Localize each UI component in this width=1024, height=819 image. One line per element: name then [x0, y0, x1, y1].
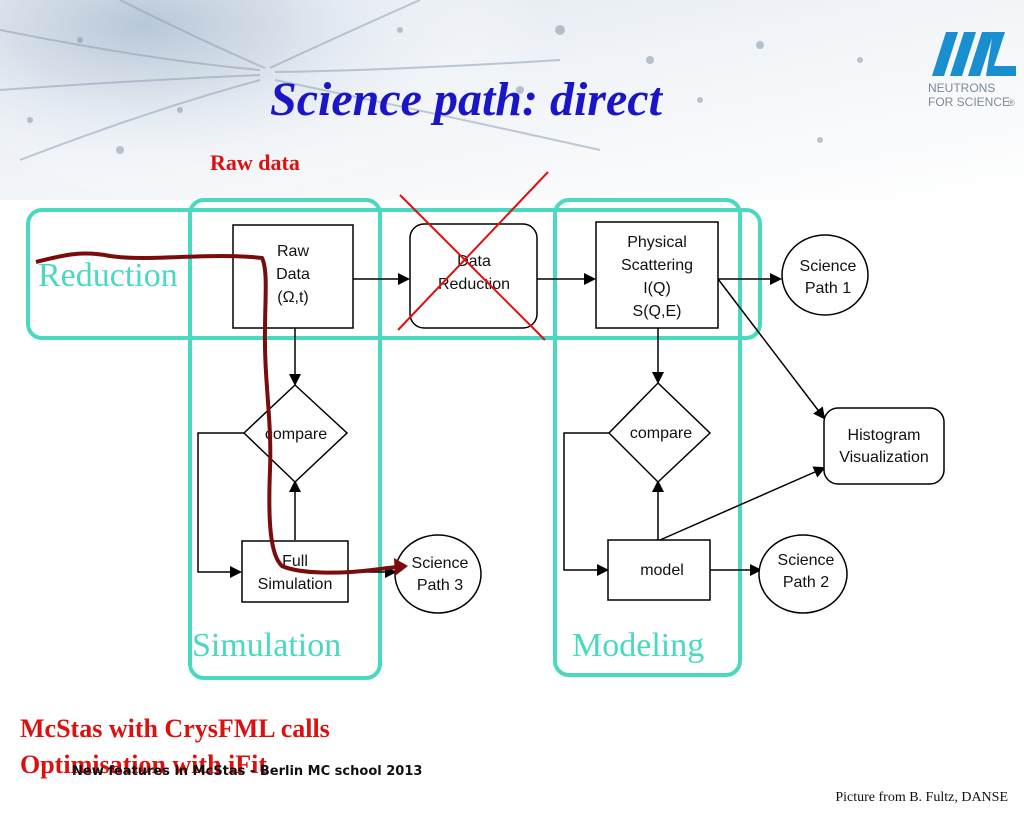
model-label: model	[640, 562, 684, 579]
science-path-1-line2: Path 1	[805, 280, 851, 297]
full-simulation-line1: Full	[282, 553, 308, 570]
edge-model-to-histogram	[659, 466, 826, 541]
data-reduction-line1: Data	[457, 253, 491, 270]
ill-logo: NEUTRONS FOR SCIENCE ®	[928, 32, 1016, 109]
raw-data-annotation: Raw data	[210, 150, 300, 175]
note-optimisation-ifit: Optimisation with iFit	[20, 750, 268, 779]
histogram-line2: Visualization	[839, 449, 929, 466]
data-reduction-line2: Reduction	[438, 276, 510, 293]
science-path-3-line2: Path 3	[417, 577, 463, 594]
simulation-group-outline	[188, 198, 382, 680]
header-banner	[0, 0, 1024, 200]
compare-simulation-node: compare	[242, 383, 349, 484]
compare-modeling-label: compare	[630, 425, 692, 442]
raw-data-line1: Raw	[277, 243, 309, 260]
full-simulation-line2: Simulation	[258, 576, 333, 593]
logo-text-line2: FOR SCIENCE	[928, 95, 1010, 109]
physical-scattering-line1: Physical	[627, 234, 687, 251]
science-path-2-node: Science Path 2	[758, 534, 848, 614]
logo-text-line1: NEUTRONS	[928, 81, 995, 95]
compare-simulation-label: compare	[265, 426, 327, 443]
science-path-2-line1: Science	[778, 552, 835, 569]
science-path-2-line2: Path 2	[783, 574, 829, 591]
modeling-group-outline	[553, 198, 742, 677]
data-reduction-node: Data Reduction	[409, 223, 538, 329]
simulation-group-label: Simulation	[192, 627, 341, 664]
edge-physical-to-histogram	[717, 278, 826, 420]
physical-scattering-line3: I(Q)	[643, 280, 671, 297]
physical-scattering-line4: S(Q,E)	[633, 303, 682, 320]
reduction-group-outline	[26, 208, 762, 340]
note-mcstas-crysfml: McStas with CrysFML calls	[20, 714, 330, 743]
direct-science-path-curve	[35, 251, 406, 575]
science-path-1-line1: Science	[800, 258, 857, 275]
red-cross-mark	[397, 171, 549, 341]
direct-science-path-arrowhead	[394, 558, 408, 576]
raw-data-line3: (Ω,t)	[277, 289, 309, 306]
picture-credit: Picture from B. Fultz, DANSE	[835, 790, 1008, 805]
edge-compare-loop-left	[197, 432, 245, 578]
logo-registered-mark: ®	[1008, 98, 1015, 108]
modeling-group-label: Modeling	[572, 627, 704, 664]
raw-data-line2: Data	[276, 266, 310, 283]
compare-modeling-node: compare	[607, 381, 712, 484]
edge-compare-loop-right	[563, 432, 610, 576]
science-path-3-line1: Science	[412, 555, 469, 572]
science-path-1-node: Science Path 1	[781, 234, 869, 316]
raw-data-node: Raw Data (Ω,t)	[232, 224, 354, 329]
slide-footer: New features in McStas - Berlin MC schoo…	[72, 764, 423, 779]
model-node: model	[607, 539, 711, 601]
physical-scattering-line2: Scattering	[621, 257, 693, 274]
slide-title: Science path: direct	[270, 73, 662, 126]
physical-scattering-node: Physical Scattering I(Q) S(Q,E)	[595, 221, 719, 329]
reduction-group-label: Reduction	[38, 257, 178, 294]
histogram-line1: Histogram	[848, 427, 921, 444]
science-path-3-node: Science Path 3	[394, 534, 482, 614]
histogram-visualization-node: Histogram Visualization	[823, 407, 945, 485]
